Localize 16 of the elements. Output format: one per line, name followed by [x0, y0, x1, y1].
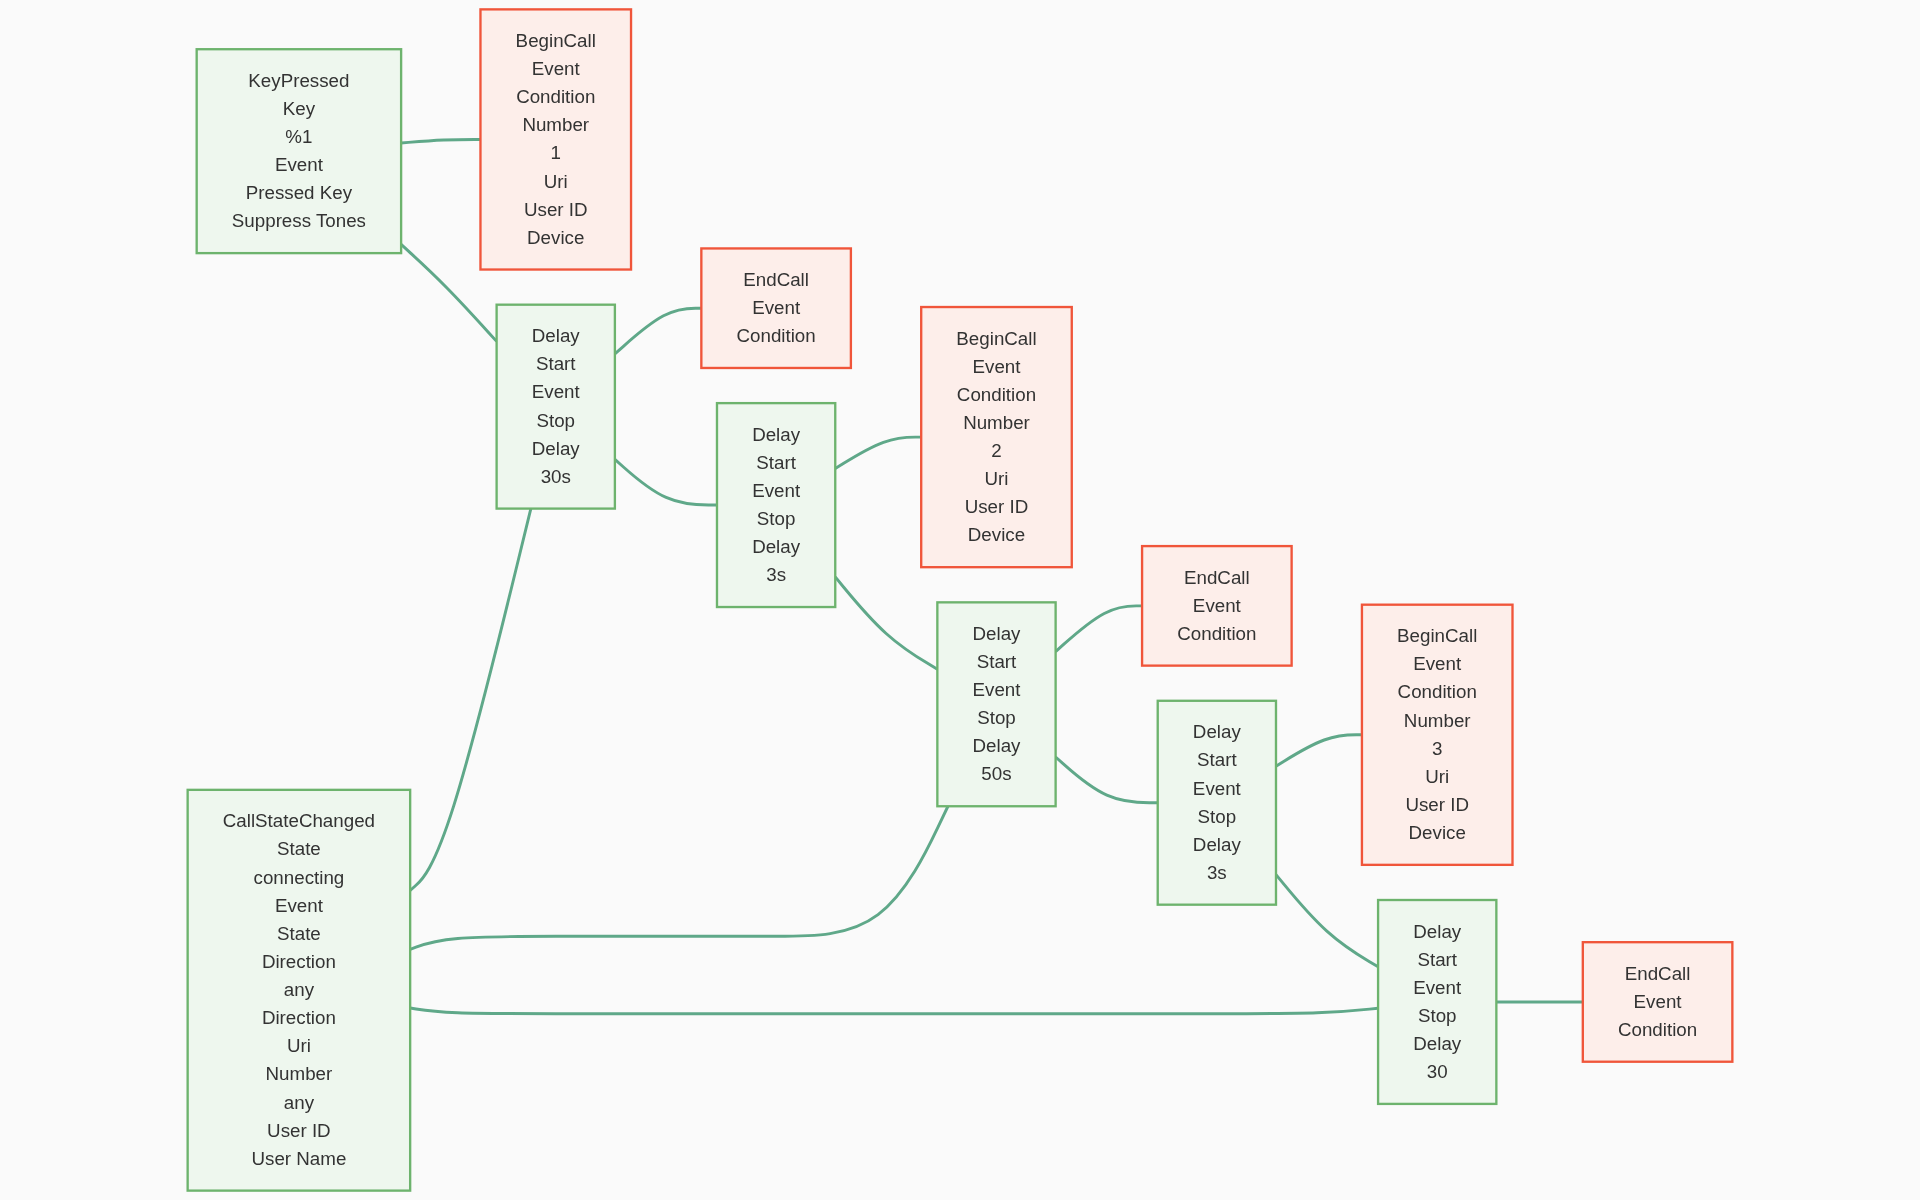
node-box: Delay Start Event Stop Delay 30s: [495, 303, 617, 510]
node-box: BeginCall Event Condition Number 1 Uri User ID Device: [479, 8, 633, 271]
connector: [1275, 733, 1362, 768]
node-box: EndCall Event Condition: [1140, 544, 1293, 667]
node-box: KeyPressed Key %1 Event Pressed Key Suppress Tones: [195, 48, 403, 255]
node-box: EndCall Event Condition: [1581, 941, 1734, 1063]
connector: [1496, 1000, 1583, 1004]
node-box: Delay Start Event Stop Delay 3s: [1156, 699, 1278, 906]
node-box: EndCall Event Condition: [700, 247, 853, 370]
connector: [401, 138, 481, 145]
node-box: Delay Start Event Stop Delay 30: [1376, 898, 1498, 1106]
node-box: BeginCall Event Condition Number 3 Uri User ID Device: [1360, 603, 1514, 866]
node-box: Delay Start Event Stop Delay 3s: [715, 401, 837, 609]
node-box: BeginCall Event Condition Number 2 Uri User ID Device: [920, 305, 1073, 569]
node-box: Delay Start Event Stop Delay 50s: [936, 601, 1057, 808]
node-box: CallStateChanged State connecting Event State Direction any Direction Uri Number any User ID User Name: [186, 788, 412, 1192]
